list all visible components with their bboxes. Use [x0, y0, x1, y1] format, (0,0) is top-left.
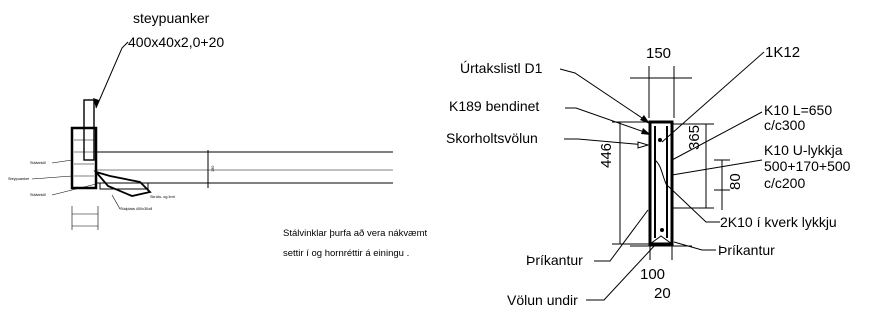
anchor-bar	[83, 99, 95, 161]
leader-thrikantur-left	[594, 209, 649, 262]
label-k10-l-2: c/c300	[764, 117, 805, 133]
note-line2: settir í og hornréttir á einingu .	[283, 248, 409, 259]
leader-k10-kverk	[667, 185, 720, 223]
wall-hatch	[74, 139, 94, 177]
label-k10-u-3: c/c200	[764, 175, 805, 191]
bottom-triangle	[648, 235, 674, 245]
section-rebar-loop	[654, 159, 668, 187]
label-k10-kverk: 2K10 í kverk lykkju	[720, 214, 837, 230]
small-leader-3	[51, 183, 97, 196]
label-k10-u-2: 500+170+500	[764, 158, 851, 174]
anchor-leader	[95, 41, 129, 109]
leader-volun-undir	[586, 243, 657, 301]
rebar-dot-2	[660, 228, 664, 232]
section-view: 150 446 365 80 100 20 Úrtaksli	[446, 44, 851, 308]
label-thrikantur-right: Þríkantur	[718, 242, 775, 258]
leader-k10-l	[671, 111, 763, 161]
label-k10-l-1: K10 L=650	[764, 102, 832, 118]
dim-80: 80	[727, 173, 744, 190]
dim-bottom-20: 20	[654, 285, 671, 302]
small-label-4: Stálplata 400x30x8	[120, 207, 152, 211]
anchor-label-line1: steypuanker	[133, 10, 210, 26]
small-leader-4	[111, 194, 121, 210]
small-leader-1	[51, 159, 73, 164]
dim-365: 365	[686, 125, 703, 150]
small-leader-2	[31, 175, 73, 180]
label-k189: K189 bendinet	[449, 98, 539, 114]
label-thrikantur-left: Þríkantur	[526, 252, 583, 268]
note-line1: Stálvinklar þurfa að vera nákvæmt	[283, 228, 428, 239]
steel-plate	[99, 182, 149, 190]
label-volun-undir: Völun undir	[507, 292, 578, 308]
label-skorholt: Skorholtsvölun	[446, 130, 538, 146]
small-label-5: Skrúfu- og límt	[150, 195, 176, 199]
leader-k10-u	[671, 159, 763, 176]
leader-thrikantur-right	[673, 241, 716, 251]
steel-angle	[93, 170, 152, 197]
leader-k12	[661, 51, 765, 143]
label-k12: 1K12	[765, 44, 800, 61]
label-k10-u-1: K10 U-lykkja	[764, 142, 843, 158]
leader-skorholt	[564, 138, 647, 146]
arrow-urtakslisti	[640, 115, 650, 124]
small-label-3: Stálvinkill	[30, 193, 46, 197]
wall-element	[70, 126, 98, 190]
slab-dim-text: 190	[211, 166, 215, 172]
arrow-skorholt	[637, 141, 650, 149]
label-urtakslisti: Úrtakslistl D1	[460, 60, 543, 76]
small-label-2: Steypuanker	[8, 177, 30, 181]
arrow-k189	[641, 128, 651, 135]
anchor-label-line2: 400x40x2,0+20	[128, 34, 224, 50]
leader-urtakslisti	[559, 68, 649, 123]
rebar-dot-1	[658, 138, 662, 142]
left-elevation-view: steypuanker 400x40x2,0+20 190 Stálvinkil…	[8, 10, 428, 259]
small-label-1: Stálvinkill	[30, 161, 46, 165]
dim-446: 446	[598, 143, 615, 168]
leader-k189	[565, 107, 651, 135]
dim-top-150: 150	[646, 45, 671, 62]
dim-bottom-100: 100	[640, 266, 665, 283]
